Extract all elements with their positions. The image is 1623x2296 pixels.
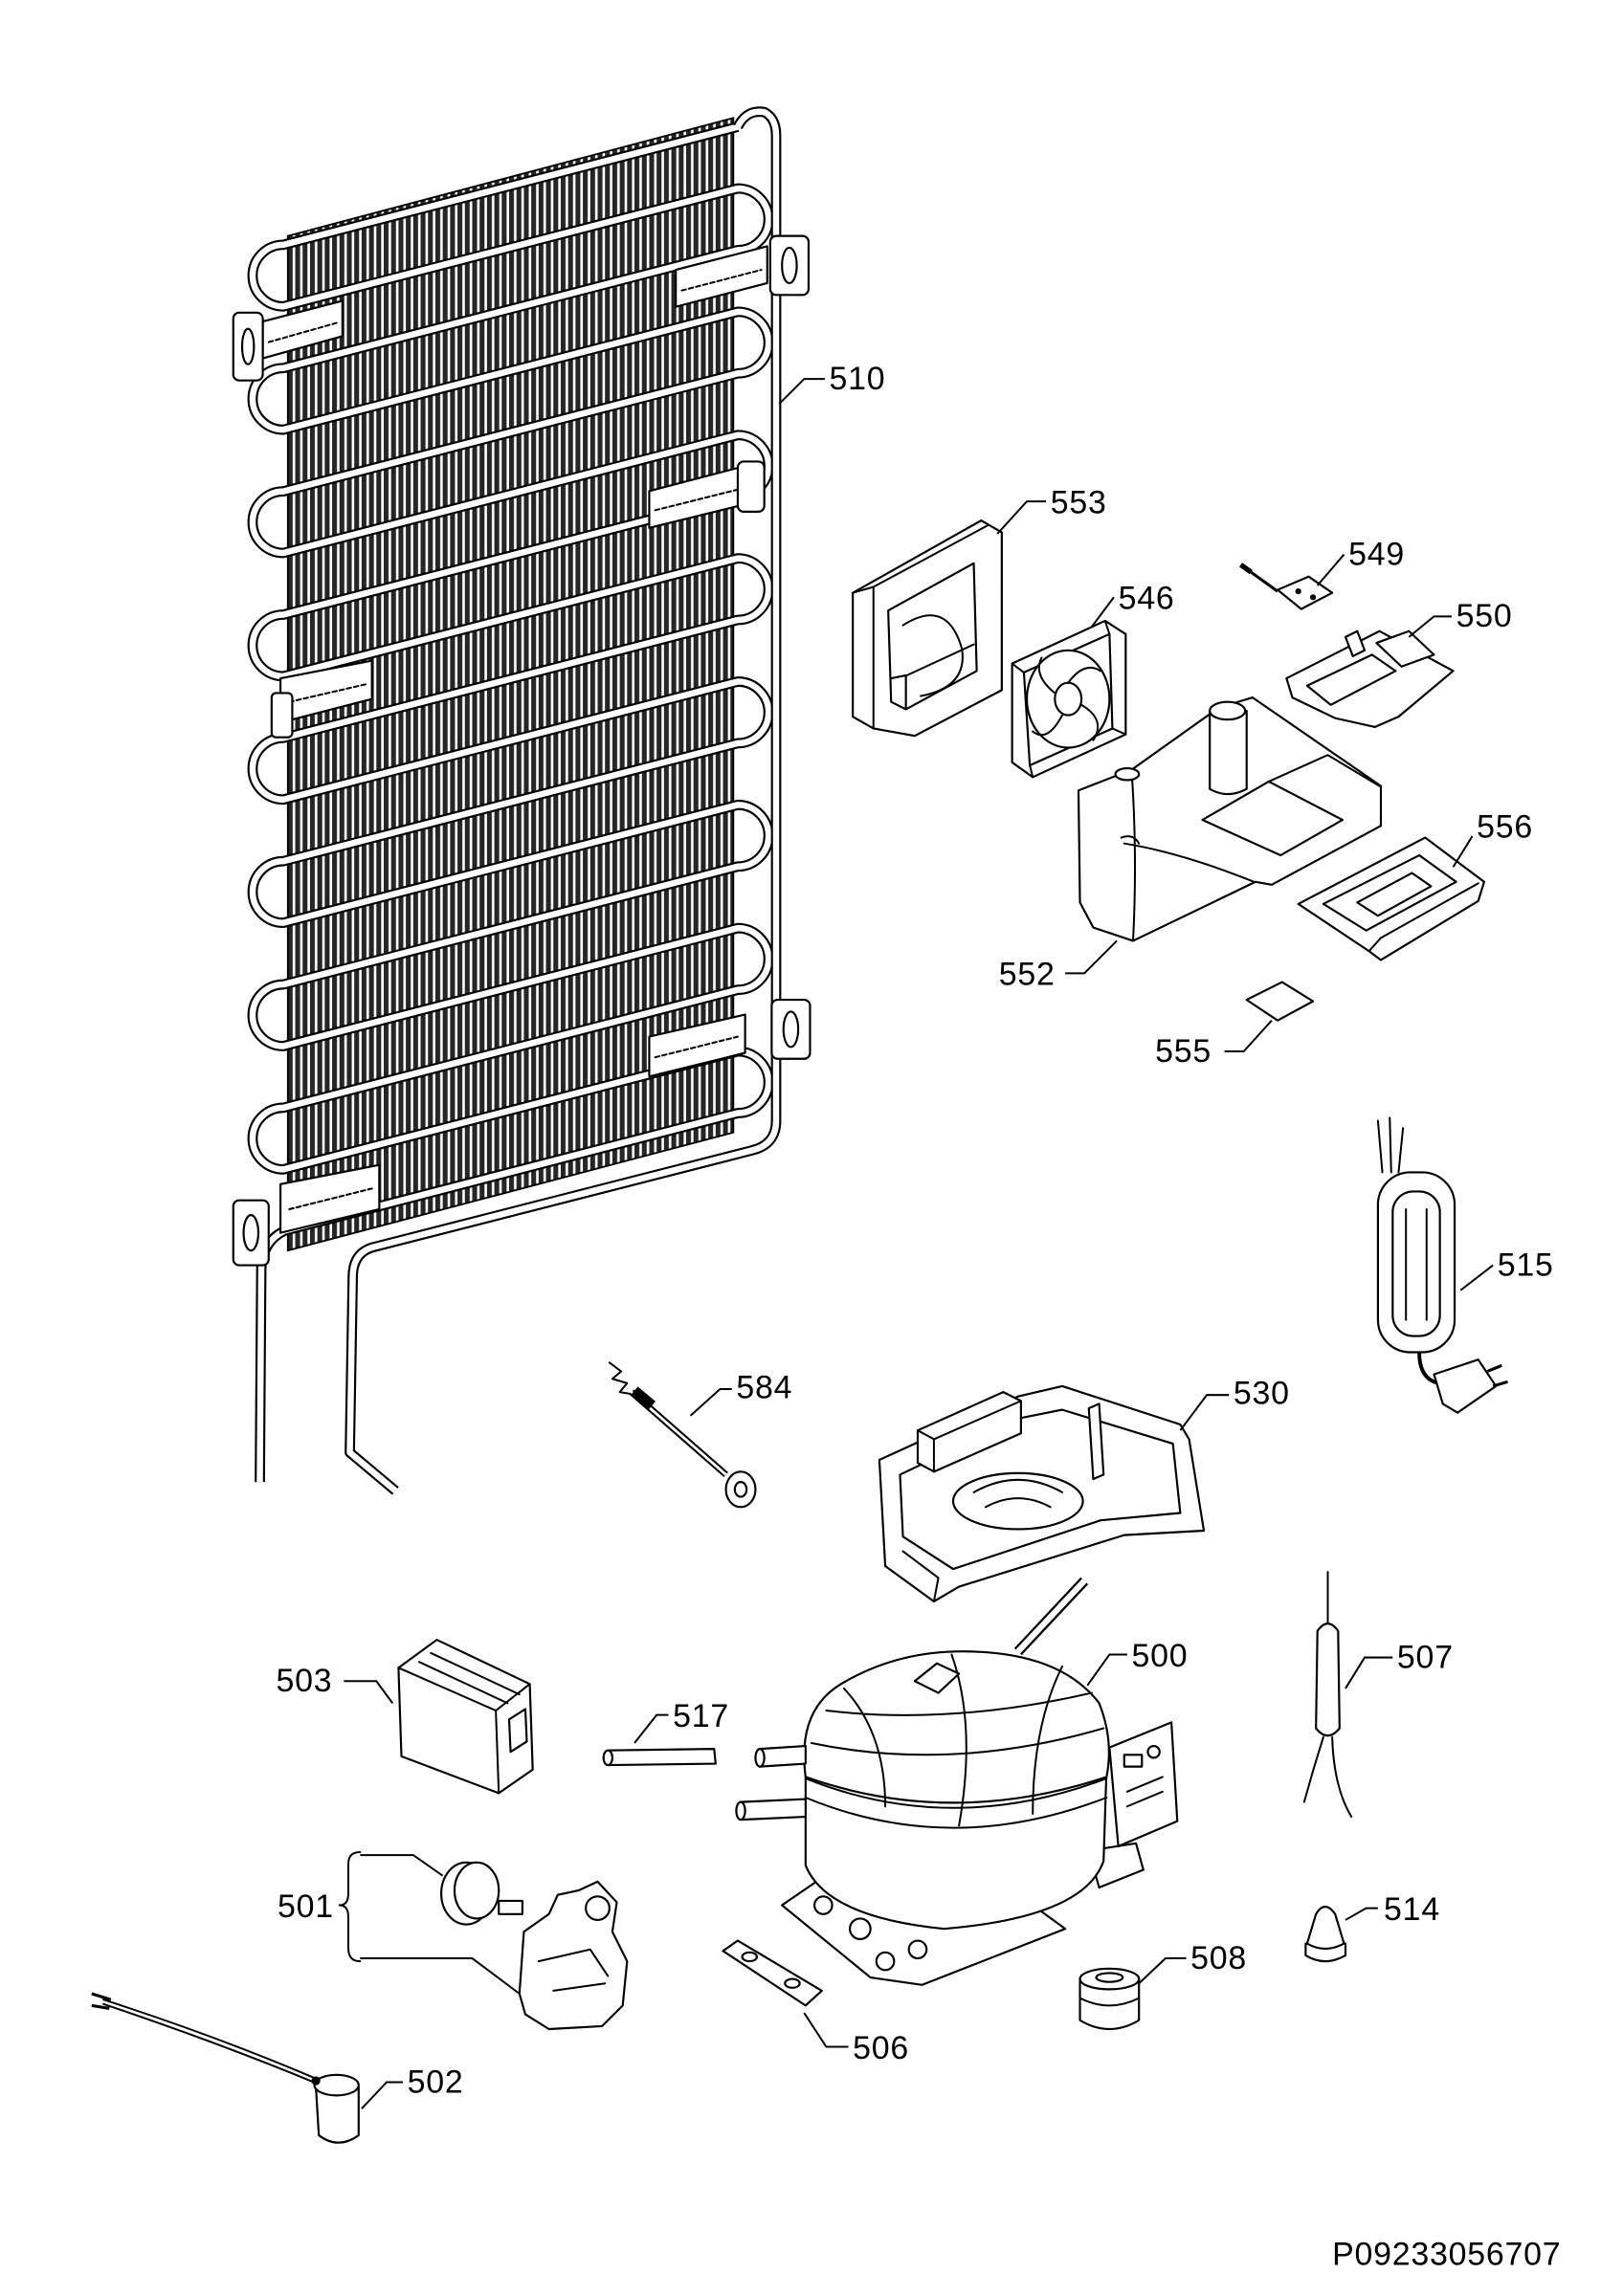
- condenser-tube-inner: [249, 123, 772, 1234]
- callout-555: 555: [1155, 1033, 1212, 1070]
- callout-514: 514: [1384, 1891, 1440, 1928]
- part-506-drawing: [722, 1939, 823, 2007]
- part-546-drawing: [1011, 619, 1127, 779]
- callout-515: 515: [1498, 1247, 1554, 1283]
- part-555-drawing: [1245, 981, 1315, 1022]
- condenser-drawing: [232, 106, 812, 1495]
- callout-510: 510: [829, 361, 885, 397]
- callout-500: 500: [1131, 1638, 1188, 1674]
- leader-lines: [344, 378, 1494, 2109]
- part-500-drawing: [735, 1577, 1179, 1986]
- callout-517: 517: [673, 1698, 729, 1734]
- callout-549: 549: [1348, 536, 1405, 572]
- callout-553: 553: [1051, 484, 1107, 520]
- callout-506: 506: [853, 2030, 909, 2066]
- part-508-drawing: [1078, 1967, 1141, 2030]
- part-517-drawing: [602, 1748, 717, 1767]
- part-503-drawing: [397, 1638, 534, 1795]
- condenser-bracket: [270, 659, 373, 739]
- callout-530: 530: [1234, 1375, 1290, 1411]
- callout-552: 552: [999, 957, 1056, 993]
- callout-556: 556: [1477, 809, 1533, 846]
- callout-502: 502: [408, 2064, 464, 2100]
- callout-508: 508: [1190, 1940, 1247, 1976]
- part-530-drawing: [878, 1384, 1206, 1603]
- part-584-drawing: [608, 1361, 757, 1509]
- part-501-drawing: [338, 1851, 629, 2031]
- diagram-code: P09233056707: [1332, 2237, 1561, 2273]
- callout-584: 584: [736, 1369, 792, 1405]
- part-507-drawing: [1302, 1571, 1353, 1819]
- condenser-bracket: [648, 999, 812, 1078]
- part-556-drawing: [1297, 836, 1485, 961]
- callout-503: 503: [276, 1663, 332, 1699]
- condenser-bracket: [232, 1163, 381, 1267]
- condenser-bracket: [648, 460, 766, 529]
- callout-550: 550: [1456, 598, 1513, 634]
- part-514-drawing: [1304, 1906, 1347, 1963]
- callout-labels: 510 553 549 546 550 556 552 555 515 584 …: [276, 361, 1561, 2273]
- part-502-drawing: [91, 1992, 360, 2144]
- part-553-drawing: [852, 519, 1003, 738]
- callout-507: 507: [1397, 1639, 1454, 1675]
- callout-501: 501: [278, 1888, 334, 1925]
- condenser-bracket: [675, 234, 810, 308]
- condenser-bracket: [232, 299, 344, 382]
- part-552-drawing: [1077, 696, 1383, 942]
- part-550-drawing: [1285, 629, 1455, 729]
- callout-546: 546: [1119, 581, 1175, 617]
- part-515-drawing: [1376, 1116, 1508, 1414]
- part-549-drawing: [1238, 563, 1334, 610]
